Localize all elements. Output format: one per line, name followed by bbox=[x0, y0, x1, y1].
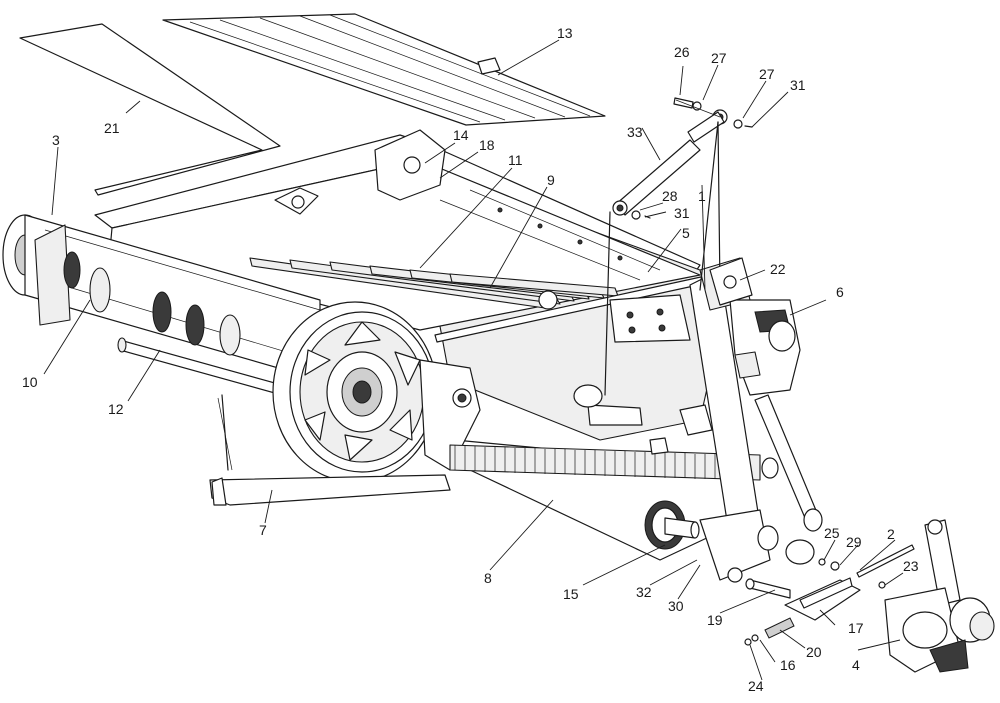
callout-17: 17 bbox=[848, 620, 864, 636]
callout-1: 1 bbox=[698, 188, 706, 204]
callout-25: 25 bbox=[824, 525, 840, 541]
callout-23: 23 bbox=[903, 558, 919, 574]
callout-14: 14 bbox=[453, 127, 469, 143]
part-9-11-rods bbox=[249, 257, 619, 310]
callout-24: 24 bbox=[748, 678, 764, 694]
callout-9: 9 bbox=[547, 172, 555, 188]
callout-30: 30 bbox=[668, 598, 684, 614]
leader-lines bbox=[43, 39, 904, 681]
callout-22: 22 bbox=[770, 261, 786, 277]
callout-26: 26 bbox=[674, 44, 690, 60]
small-pins bbox=[818, 544, 915, 589]
tension-spring bbox=[449, 444, 779, 481]
callout-4: 4 bbox=[852, 657, 860, 673]
callout-11: 11 bbox=[508, 152, 523, 168]
callout-19: 19 bbox=[707, 612, 723, 628]
callout-29: 29 bbox=[846, 534, 862, 550]
callout-31a: 31 bbox=[790, 77, 806, 93]
callout-3: 3 bbox=[52, 132, 60, 148]
callout-27a: 27 bbox=[711, 50, 727, 66]
part-15-gear bbox=[644, 500, 700, 550]
part-17-plate bbox=[745, 577, 861, 621]
callout-12: 12 bbox=[108, 401, 124, 417]
callout-16: 16 bbox=[780, 657, 796, 673]
callout-labels: 1 2 3 4 5 6 7 8 9 10 11 12 13 14 15 16 1… bbox=[22, 25, 919, 694]
callout-15: 15 bbox=[563, 586, 579, 602]
callout-6: 6 bbox=[836, 284, 844, 300]
callout-7: 7 bbox=[259, 522, 267, 538]
callout-10: 10 bbox=[22, 374, 38, 390]
large-pulley bbox=[272, 301, 481, 483]
lower-strut bbox=[754, 394, 823, 532]
callout-27b: 27 bbox=[759, 66, 775, 82]
callout-5: 5 bbox=[682, 225, 690, 241]
top-hardware bbox=[631, 97, 753, 220]
part-3-10-front-drum bbox=[2, 214, 321, 401]
part-13-top-cover bbox=[162, 13, 606, 126]
callout-2: 2 bbox=[887, 526, 895, 542]
callout-8: 8 bbox=[484, 570, 492, 586]
upper-brackets bbox=[374, 129, 753, 306]
part-20-small-spring bbox=[744, 617, 795, 646]
part-21-sheet bbox=[19, 23, 281, 196]
callout-13: 13 bbox=[557, 25, 573, 41]
callout-31b: 31 bbox=[674, 205, 690, 221]
callout-28: 28 bbox=[662, 188, 678, 204]
callout-21: 21 bbox=[104, 120, 120, 136]
part-33-cylinder bbox=[604, 109, 728, 396]
part-4-gearbox bbox=[884, 519, 995, 673]
callout-33: 33 bbox=[627, 124, 643, 140]
callout-18: 18 bbox=[479, 137, 495, 153]
callout-32: 32 bbox=[636, 584, 652, 600]
callout-20: 20 bbox=[806, 644, 822, 660]
